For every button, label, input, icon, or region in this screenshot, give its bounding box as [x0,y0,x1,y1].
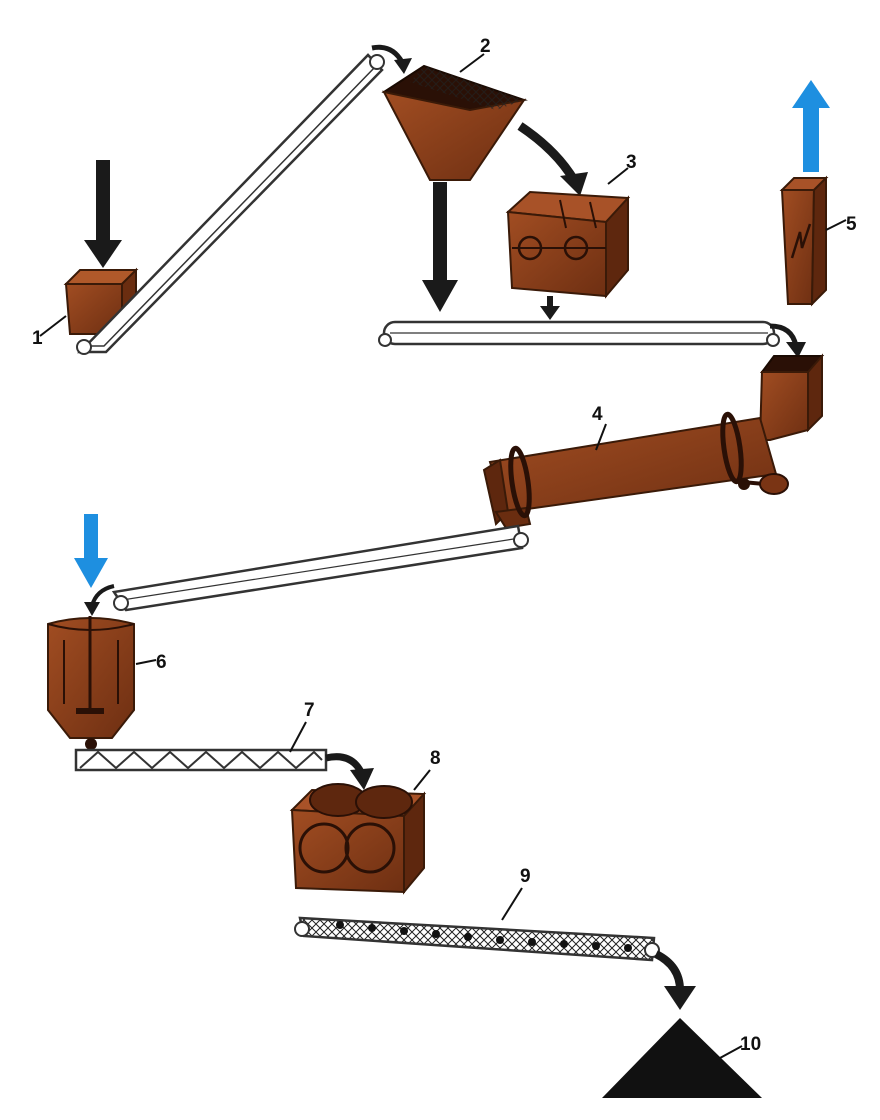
screw-conveyor [74,748,328,772]
flow-arrow-to-2 [371,44,412,74]
screening-funnel [381,64,528,181]
flow-arrow-to-3 [517,122,588,196]
crusher [505,190,631,299]
label-2: 2 [480,36,491,57]
flow-arrow-down-from-2 [422,182,458,312]
horizontal-conveyor-1 [378,320,780,347]
feed-input-arrow [84,160,122,268]
flow-arrow-to-10 [654,950,696,1010]
flow-arrow-to-8 [325,753,374,790]
inclined-conveyor-1 [76,53,385,355]
water-input-arrow [74,514,108,588]
label-6: 6 [156,652,167,673]
flow-arrow-to-6 [84,584,115,616]
mixer-tank [47,616,135,750]
product-pile [602,1018,762,1098]
exhaust-arrow [792,80,830,172]
label-3: 3 [626,152,637,173]
label-10: 10 [740,1034,761,1055]
label-4: 4 [592,404,603,425]
output-conveyor [294,916,660,962]
dust-collector [779,175,829,307]
granules [336,921,632,952]
rotary-kiln [482,353,825,530]
label-5: 5 [846,214,857,235]
label-8: 8 [430,748,441,769]
label-9: 9 [520,866,531,887]
inclined-conveyor-2 [111,524,529,612]
label-7: 7 [304,700,315,721]
roller-granulator [289,783,427,895]
flow-arrow-down-from-3 [540,296,560,320]
flow-arrow-to-4 [769,323,806,358]
label-1: 1 [32,328,43,349]
